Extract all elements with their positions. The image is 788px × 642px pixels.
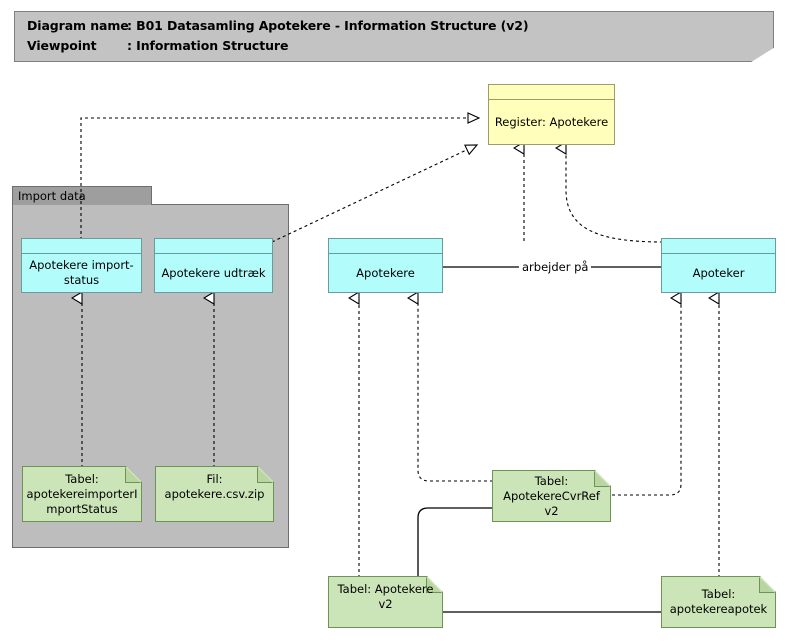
node-fil-apotekere-csv-zip[interactable]: Fil: apotekere.csv.zip	[155, 466, 274, 522]
node-apotekere-label: Apotekere	[356, 265, 415, 280]
node-apotekere-udtraek-header	[155, 239, 272, 254]
edge-cvrref-to-apoteker	[612, 298, 682, 496]
node-tabel-apotekereapotek-label: Tabel: apotekereapotek	[669, 587, 768, 616]
viewpoint-line: Viewpoint : Information Structure	[27, 38, 288, 53]
node-tabel-apotekereimporterimportstatus-label: Tabel: apotekereimporterI mportStatus	[26, 472, 138, 516]
node-apotekere[interactable]: Apotekere	[328, 238, 443, 293]
node-tabel-apotekereimporterimportstatus[interactable]: Tabel: apotekereimporterI mportStatus	[22, 466, 142, 522]
node-apoteker-label: Apoteker	[692, 265, 745, 280]
group-import-data-label: Import data	[18, 189, 86, 203]
node-apotekere-udtraek-label: Apotekere udtræk	[161, 265, 266, 280]
node-register-apotekere-header	[489, 85, 614, 100]
diagram-title-block: Diagram name: B01 Datasamling Apotekere …	[14, 11, 774, 62]
node-tabel-apotekerecvrref-v2[interactable]: Tabel: ApotekereCvrRef v2	[492, 470, 611, 522]
node-apotekere-import-status-header	[22, 239, 141, 254]
node-fil-apotekere-csv-zip-label: Fil: apotekere.csv.zip	[164, 472, 265, 501]
diagram-name-line: Diagram name: B01 Datasamling Apotekere …	[27, 18, 529, 33]
diagram-name-key: Diagram name	[27, 18, 129, 33]
node-apoteker[interactable]: Apoteker	[661, 238, 776, 293]
edge-cvrref-to-apotekere	[418, 298, 493, 482]
node-tabel-apotekerecvrref-v2-label: Tabel: ApotekereCvrRef v2	[503, 473, 600, 518]
node-tabel-apotekere-v2[interactable]: Tabel: Apotekere v2	[328, 576, 443, 628]
edge-apoteker-to-register	[566, 148, 664, 243]
node-apotekere-import-status[interactable]: Apotekere import-status	[21, 238, 142, 293]
diagram-name-value: : B01 Datasamling Apotekere - Informatio…	[127, 18, 529, 33]
node-register-apotekere-label: Register: Apotekere	[494, 114, 609, 129]
viewpoint-key: Viewpoint	[27, 38, 97, 53]
node-apotekere-header	[329, 239, 442, 254]
node-apotekere-import-status-label: Apotekere import-status	[29, 258, 134, 287]
edge-label-arbejder-paa: arbejder på	[519, 260, 592, 274]
edge-udtraek-to-register	[271, 144, 479, 243]
node-apotekere-udtraek[interactable]: Apotekere udtræk	[154, 238, 273, 293]
node-register-apotekere[interactable]: Register: Apotekere	[488, 84, 615, 145]
group-import-data-tab[interactable]: Import data	[12, 186, 152, 205]
node-tabel-apotekere-v2-label: Tabel: Apotekere v2	[337, 582, 434, 611]
node-apoteker-header	[662, 239, 775, 254]
node-tabel-apotekereapotek[interactable]: Tabel: apotekereapotek	[661, 576, 776, 628]
viewpoint-value: : Information Structure	[127, 38, 289, 53]
